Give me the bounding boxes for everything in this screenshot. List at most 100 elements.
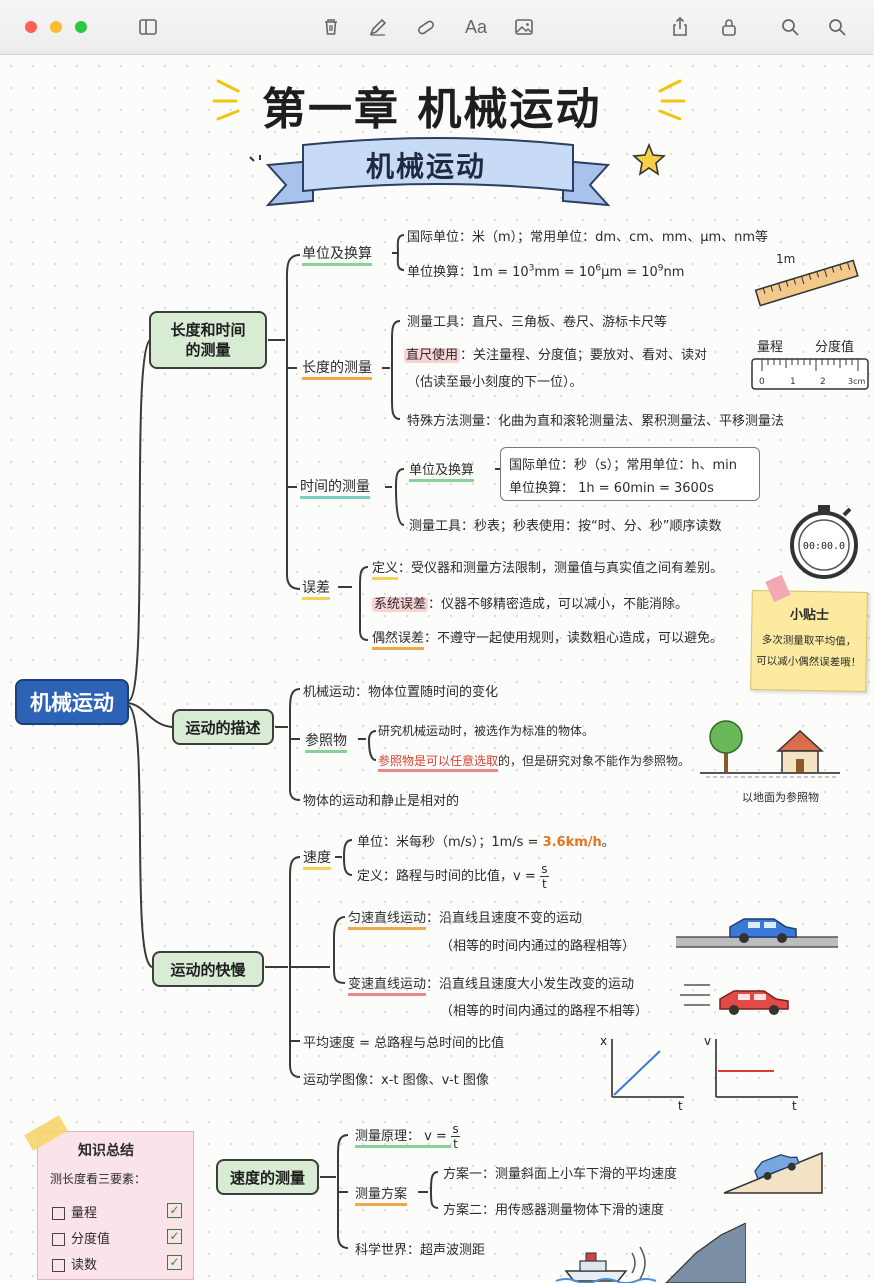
stopwatch-image: 00:00.0 — [790, 505, 858, 579]
error-label: 误差 — [302, 577, 330, 600]
motion-speed-node[interactable]: 运动的快慢 — [152, 951, 264, 987]
length-time-node[interactable]: 长度和时间 的测量 — [149, 311, 267, 369]
sticky-title: 小贴士 — [789, 607, 830, 624]
time-unit-conversion: 单位换算： 1h = 60min = 3600s — [509, 481, 714, 496]
close-window-button[interactable] — [25, 21, 37, 33]
x-t-graph: x t — [600, 1034, 684, 1113]
share-icon[interactable] — [667, 14, 693, 40]
sparkle-right-icon — [658, 79, 686, 121]
mechanical-motion-line: 机械运动：物体位置随时间的变化 — [303, 685, 499, 700]
ruler-1m-label: 1m — [776, 252, 796, 266]
tips-sticky-note: 小贴士 多次测量取平均值， 可以减小偶然误差哦！ — [750, 574, 868, 693]
toolbar: Aa — [0, 0, 874, 55]
time-unit-box: 国际单位：秒（s）；常用单位：h、min 单位换算： 1h = 60min = … — [500, 447, 760, 501]
sparkle-left-icon — [212, 79, 240, 121]
unit-intl-line: 国际单位：米（m）；常用单位：dm、cm、mm、μm、nm等 — [407, 230, 769, 245]
green-check-icon[interactable]: ✓ — [167, 1255, 182, 1270]
green-check-icon[interactable]: ✓ — [167, 1229, 182, 1244]
reference-line-1: 研究机械运动时，被选作为标准的物体。 — [378, 724, 595, 738]
ruler-tick-0: 0 — [759, 377, 765, 387]
variable-motion-line-2: （相等的时间内通过的路程不相等） — [440, 1004, 649, 1019]
summary-title: 知识总结 — [78, 1143, 134, 1159]
root-node[interactable]: 机械运动 — [15, 679, 129, 725]
note-canvas[interactable]: 第一章 机械运动 机械运动 机械运动 长度和时间 的测量 单位及换算 国际单位：… — [0, 55, 874, 1283]
motion-description-node[interactable]: 运动的描述 — [172, 709, 274, 745]
ultrasonic-ship-image — [556, 1223, 746, 1283]
checkbox-empty-icon[interactable] — [52, 1233, 65, 1246]
format-label: Aa — [464, 16, 488, 37]
special-method-line: 特殊方法测量：化曲为直和滚轮测量法、累积测量法、平移测量法 — [407, 414, 785, 429]
v-t-graph-x-label: t — [792, 1099, 797, 1113]
maximize-window-button[interactable] — [75, 21, 87, 33]
ground-reference-caption: 以地面为参照物 — [742, 791, 819, 804]
length-tools-line: 测量工具：直尺、三角板、卷尺、游标卡尺等 — [407, 315, 668, 330]
summary-item-range: 量程 ✓ — [52, 1202, 182, 1221]
mindmap-connectors — [127, 234, 500, 1249]
error-definition-line: 定义：受仪器和测量方法限制，测量值与真实值之间有差别。 — [372, 557, 723, 580]
speed-label: 速度 — [303, 847, 331, 870]
x-t-graph-x-label: t — [678, 1099, 683, 1113]
speed-unit-line: 单位：米每秒（m/s）；1m/s = 3.6km/h。 — [357, 835, 615, 850]
time-tools-line: 测量工具：秒表；秒表使用：按“时、分、秒”顺序读数 — [409, 519, 722, 534]
sticky-line-1: 多次测量取平均值， — [761, 634, 857, 648]
green-check-icon[interactable]: ✓ — [167, 1203, 182, 1218]
v-t-graph: v t — [704, 1034, 798, 1113]
trash-icon[interactable] — [318, 14, 344, 40]
summary-item-division: 分度值 ✓ — [52, 1228, 182, 1247]
plan-one-line: 方案一：测量斜面上小车下滑的平均速度 — [443, 1167, 678, 1182]
unit-conversion-label: 单位及换算 — [302, 243, 372, 266]
x-t-graph-y-label: x — [600, 1034, 607, 1048]
search-icon[interactable] — [777, 14, 803, 40]
measure-plan-label: 测量方案 — [355, 1183, 408, 1206]
time-unit-intl: 国际单位：秒（s）；常用单位：h、min — [509, 458, 738, 473]
plan-two-line: 方案二：用传感器测量物体下滑的速度 — [443, 1203, 665, 1218]
lock-icon[interactable] — [716, 14, 742, 40]
pen-icon[interactable] — [365, 14, 391, 40]
sticky-line-2: 可以减小偶然误差哦！ — [756, 655, 862, 669]
image-icon[interactable] — [511, 14, 537, 40]
checkbox-empty-icon[interactable] — [52, 1259, 65, 1272]
variable-motion-line: 变速直线运动：沿直线且速度大小发生改变的运动 — [348, 973, 634, 996]
range-label: 量程 — [757, 340, 784, 355]
summary-item-reading: 读数 ✓ — [52, 1254, 182, 1273]
minimize-window-button[interactable] — [50, 21, 62, 33]
ruler-use-line: 直尺使用：关注量程、分度值；要放对、看对、读对 — [404, 348, 708, 363]
uniform-motion-line-2: （相等的时间内通过的路程相等） — [440, 939, 636, 954]
knowledge-summary-card: 知识总结 测长度看三要素： 量程 ✓ 分度值 ✓ 读数 ✓ — [24, 1115, 194, 1280]
speed-measurement-node[interactable]: 速度的测量 — [216, 1159, 319, 1195]
measuring-ruler-image: 0 1 2 3cm — [751, 358, 869, 390]
length-measure-label: 长度的测量 — [302, 357, 372, 380]
sparkle-dots-icon — [249, 155, 261, 162]
stopwatch-reading: 00:00.0 — [803, 541, 845, 552]
uniform-motion-line: 匀速直线运动：沿直线且速度不变的运动 — [348, 907, 582, 930]
summary-subtitle: 测长度看三要素： — [50, 1172, 147, 1186]
eraser-icon[interactable] — [413, 14, 439, 40]
zoom-icon[interactable] — [824, 14, 850, 40]
ruler-use-line-2: （估读至最小刻度的下一位）。 — [407, 375, 583, 390]
blue-car-road-image — [676, 918, 838, 948]
incline-car-image — [723, 1151, 823, 1194]
format-icon[interactable]: Aa — [461, 14, 491, 40]
ruler-tick-2: 2 — [820, 377, 826, 387]
average-speed-line: 平均速度 = 总路程与总时间的比值 — [303, 1036, 505, 1051]
page-title: 第一章 机械运动 — [262, 84, 602, 135]
sidebar-icon[interactable] — [135, 14, 161, 40]
checkbox-empty-icon[interactable] — [52, 1207, 65, 1220]
relative-motion-line: 物体的运动和静止是相对的 — [303, 794, 460, 809]
time-unit-label: 单位及换算 — [409, 459, 475, 482]
unit-conversion-line: 单位换算：1m = 103mm = 106μm = 109nm — [407, 263, 685, 280]
ribbon-banner — [265, 137, 611, 207]
reference-line-2: 参照物是可以任意选取的，但是研究对象不能作为参照物。 — [378, 752, 690, 772]
red-car-image — [680, 984, 789, 1015]
ruler-tick-3: 3cm — [848, 377, 865, 386]
random-error-line: 偶然误差：不遵守一起使用规则，读数粗心造成，可以避免。 — [372, 627, 723, 650]
time-measure-label: 时间的测量 — [300, 476, 370, 499]
v-t-graph-y-label: v — [704, 1034, 711, 1048]
ruler-tick-1: 1 — [790, 377, 796, 387]
star-icon — [632, 143, 666, 176]
kinematic-graph-line: 运动学图像：x-t 图像、v-t 图像 — [303, 1073, 489, 1088]
science-world-line: 科学世界：超声波测距 — [355, 1243, 486, 1258]
